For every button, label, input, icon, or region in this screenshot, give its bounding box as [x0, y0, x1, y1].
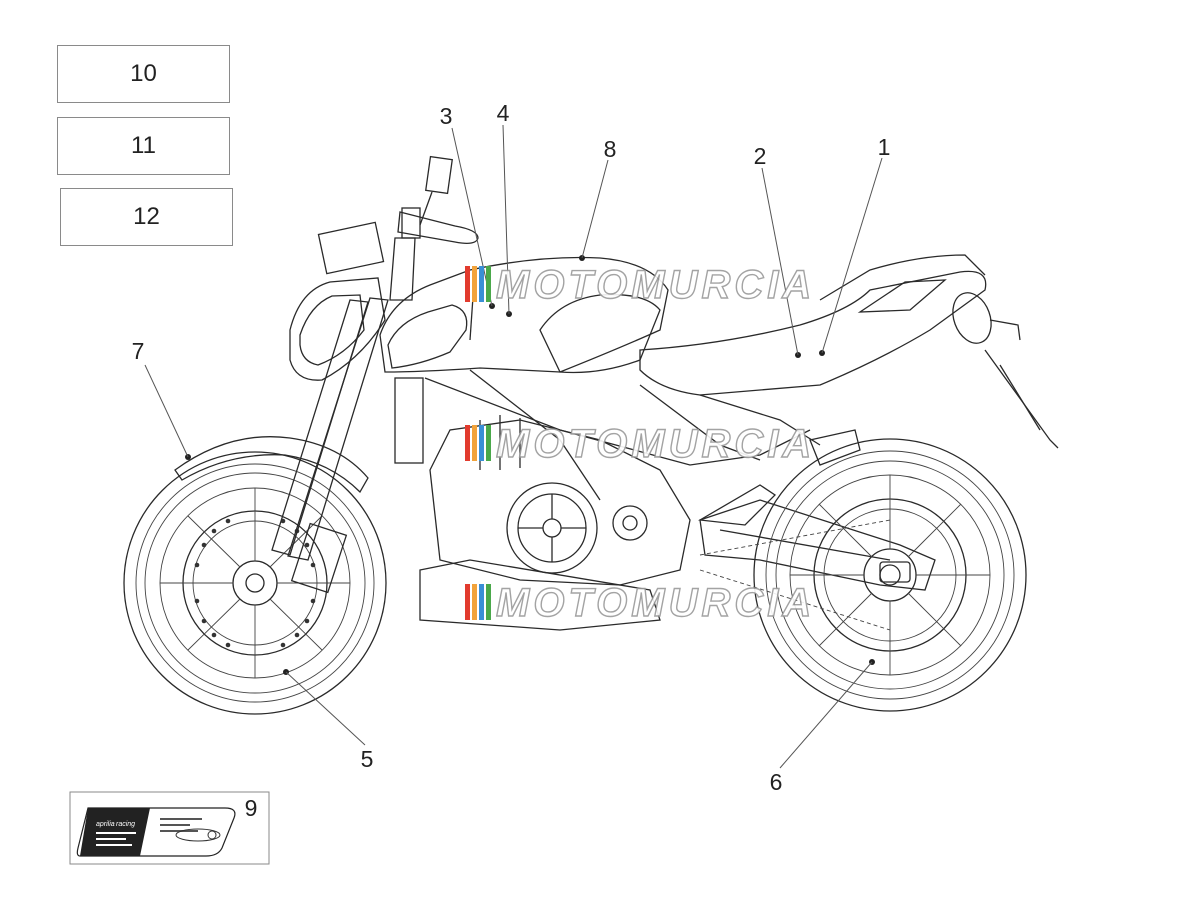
part-box-11: 11	[57, 117, 230, 175]
handlebar	[389, 155, 479, 301]
watermark-stripes-2	[465, 425, 491, 461]
callout-6: 6	[770, 769, 783, 795]
front-wheel	[123, 451, 387, 715]
part-box-12-label: 12	[133, 203, 160, 230]
callout-4: 4	[497, 100, 510, 126]
part-box-10: 10	[57, 45, 230, 103]
watermark-stripes-3	[465, 584, 491, 620]
front-fender	[174, 436, 369, 494]
part-box-10-label: 10	[130, 60, 157, 87]
callout-1: 1	[878, 134, 891, 160]
shock	[809, 429, 861, 466]
callout-2: 2	[754, 143, 767, 169]
callout-8: 8	[604, 136, 617, 162]
watermark-1: MOTOMURCIA	[496, 263, 815, 307]
rear-wheel	[699, 438, 1027, 712]
frame	[394, 369, 821, 501]
watermark-stripes-1	[465, 266, 491, 302]
callout-3: 3	[440, 103, 453, 129]
headlight	[289, 221, 386, 381]
engine	[419, 415, 691, 631]
footpeg	[697, 484, 777, 526]
watermark-group: MOTOMURCIA MOTOMURCIA MOTOMURCIA	[465, 262, 815, 626]
watermark-3: MOTOMURCIA	[496, 581, 815, 625]
sticker-box-9: aprilia racing 9	[69, 791, 270, 865]
seat-and-tail	[639, 254, 1059, 449]
sticker-line: racing	[116, 821, 135, 828]
sticker-brand: aprilia	[96, 821, 115, 828]
leader-lines	[144, 124, 883, 769]
callout-7: 7	[132, 338, 145, 364]
part-box-11-label: 11	[131, 132, 156, 159]
callout-9: 9	[245, 795, 258, 821]
part-box-12: 12	[60, 188, 233, 246]
watermark-2: MOTOMURCIA	[496, 422, 815, 466]
callout-5: 5	[361, 746, 374, 772]
